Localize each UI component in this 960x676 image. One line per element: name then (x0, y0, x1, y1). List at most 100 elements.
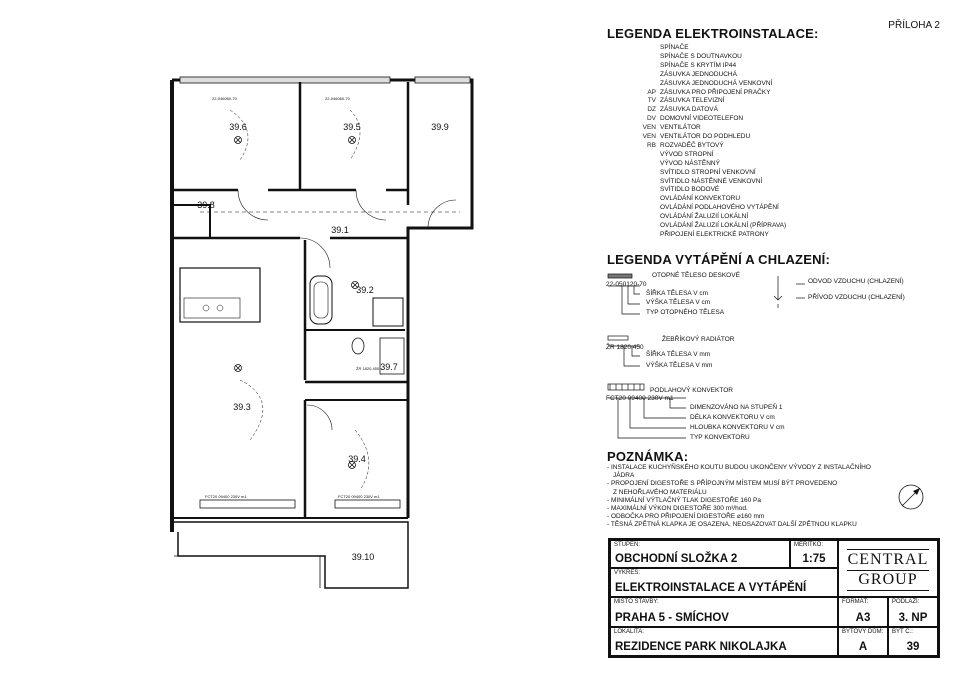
locality-label: LOKALITA: (614, 629, 644, 635)
title-block: STUPEŇ: OBCHODNÍ SLOŽKA 2 MĚŘÍTKO: 1:75 … (608, 538, 940, 658)
legend-item: SPÍNAČE (604, 44, 689, 52)
legend-item: OVLÁDÁNÍ ŽALUZIÍ LOKÁLNÍ (PŘÍPRAVA) (604, 222, 786, 230)
investor-value: OBCHODNÍ SLOŽKA 2 (615, 553, 738, 565)
scale-cell: MĚŘÍTKO: 1:75 (790, 540, 838, 568)
air-supply-label: PŘÍVOD VZDUCHU (CHLAZENÍ) (808, 294, 905, 301)
legend-label: OVLÁDÁNÍ ŽALUZIÍ LOKÁLNÍ (PŘÍPRAVA) (660, 222, 787, 229)
legend-label: SVÍTIDLO BODOVÉ (660, 186, 720, 194)
investor-label: STUPEŇ: (614, 542, 641, 548)
panel-radiator-line: ŠÍŘKA TĚLESA V cm (646, 290, 709, 297)
locality-cell: LOKALITA: REZIDENCE PARK NIKOLAJKA (610, 627, 838, 656)
room-label: 39.4 (348, 454, 366, 464)
format-value: A3 (855, 612, 871, 624)
legend-item: SPÍNAČE S KRYTÍM IP44 (604, 62, 736, 70)
legend-label: ZÁSUVKA JEDNODUCHÁ VENKOVNÍ (660, 79, 773, 87)
notes-list: - INSTALACE KUCHYŇSKÉHO KOUTU BUDOU UKON… (607, 464, 871, 530)
legend-item: SPÍNAČE S DOUTNAVKOU (604, 53, 742, 61)
legend-item: AP ZÁSUVKA PRO PŘIPOJENÍ PRAČKY (604, 88, 771, 97)
legend-item: OVLÁDÁNÍ PODLAHOVÉHO VYTÁPĚNÍ (604, 204, 779, 212)
legend-label: OVLÁDÁNÍ KONVEKTORU (660, 195, 741, 203)
radiator-code: FCT20 09400 230V m1 (205, 494, 247, 499)
floor-cell: PODLAŽÍ: 3. NP (888, 597, 938, 627)
place-cell: MÍSTO STAVBY: PRAHA 5 - SMÍCHOV (610, 597, 838, 627)
legend-item: OVLÁDÁNÍ KONVEKTORU (604, 195, 740, 203)
outer-wall (172, 78, 474, 518)
legend-item: VÝVOD STROPNÍ (604, 151, 713, 159)
drawing-cell: VÝKRES: ELEKTROINSTALACE A VYTÁPĚNÍ (610, 568, 838, 597)
building-cell: BYTOVÝ DŮM: A (838, 627, 888, 656)
building-value: A (858, 641, 868, 653)
floor-value: 3. NP (898, 612, 928, 624)
appendix-label: PŘÍLOHA 2 (888, 20, 940, 31)
radiator-code: 22-046060-70 (325, 96, 351, 101)
note-line: - PROPOJENÍ DIGESTOŘE S PŘÍPOJNÝM MÍSTEM… (607, 480, 838, 488)
washer-socket-icon: AP (647, 88, 656, 96)
building-label: BYTOVÝ DŮM: (842, 629, 884, 635)
legend-item: OVLÁDÁNÍ ŽALUZIÍ LOKÁLNÍ (604, 213, 748, 221)
legend-item: PŘIPOJENÍ ELEKTRICKÉ PATRONY (604, 231, 769, 239)
legend-label: ZÁSUVKA TELEVIZNÍ (660, 97, 725, 105)
panel-radiator-heading: OTOPNÉ TĚLESO DESKOVÉ (652, 272, 740, 279)
note-line: - MINIMÁLNÍ VÝTLAČNÝ TLAK DIGESTOŘE 160 … (607, 496, 762, 504)
convector-line: DÉLKA KONVEKTORU V cm (690, 414, 775, 421)
legend-label: OVLÁDÁNÍ ŽALUZIÍ LOKÁLNÍ (660, 213, 749, 221)
videophone-icon: DV (646, 115, 656, 123)
legend-label: SVÍTIDLO NÁSTĚNNÉ VENKOVNÍ (660, 177, 763, 185)
room-label: 39.3 (233, 402, 251, 412)
unit-value: 39 (906, 641, 920, 653)
room-label: 39.6 (229, 122, 247, 132)
room-label: 39.2 (356, 285, 374, 295)
convector-line: TYP KONVEKTORU (690, 434, 750, 441)
tv-socket-icon: TV (647, 97, 656, 105)
company-logo: CENTRAL GROUP (838, 540, 938, 597)
legend-item: SVÍTIDLO BODOVÉ (604, 186, 719, 194)
legend-label: ZÁSUVKA PRO PŘIPOJENÍ PRAČKY (660, 88, 771, 96)
note-line: - TĚSNÁ ZPĚTNÁ KLAPKA JE OSAZENA, NEOSAZ… (607, 521, 857, 529)
format-cell: FORMÁT: A3 (838, 597, 888, 627)
drawing-label: VÝKRES: (614, 570, 641, 576)
convector-heading: PODLAHOVÝ KONVEKTOR (650, 387, 733, 394)
drawing-value: ELEKTROINSTALACE A VYTÁPĚNÍ (615, 582, 807, 594)
north-arrow-icon (898, 484, 924, 510)
legend-label: SPÍNAČE (660, 44, 689, 51)
legend-label: SVÍTIDLO STROPNÍ VENKOVNÍ (660, 168, 756, 176)
ladder-radiator-code: ŽR 1820.450 (606, 344, 644, 351)
air-exhaust-label: ODVOD VZDUCHU (CHLAZENÍ) (808, 278, 904, 285)
room-label: 39.1 (331, 225, 349, 235)
ladder-radiator-line: ŠÍŘKA TĚLESA V mm (646, 351, 711, 358)
legend-label: VENTILÁTOR (660, 124, 701, 132)
format-label: FORMÁT: (842, 599, 869, 605)
legend-item: ZÁSUVKA JEDNODUCHÁ (604, 71, 737, 79)
heating-legend-lines (607, 273, 805, 439)
logo-line1: CENTRAL (847, 551, 929, 568)
legend-item: RB ROZVADĚČ BYTOVÝ (604, 142, 724, 150)
legend-label: PŘIPOJENÍ ELEKTRICKÉ PATRONY (660, 230, 769, 238)
data-socket-icon: DZ (647, 106, 656, 114)
logo-line2: GROUP (858, 571, 918, 588)
legend-label: ZÁSUVKA JEDNODUCHÁ (660, 70, 737, 78)
legend-label: VÝVOD STROPNÍ (660, 150, 714, 158)
heating-legend-title: LEGENDA VYTÁPĚNÍ A CHLAZENÍ: (607, 252, 830, 267)
legend-item: SVÍTIDLO NÁSTĚNNÉ VENKOVNÍ (604, 178, 762, 186)
convector-line: DIMENZOVÁNO NA STUPEŇ 1 (690, 404, 783, 411)
room-label: 39.8 (197, 200, 215, 210)
room-label: 39.10 (352, 552, 375, 562)
room-label: 39.5 (343, 122, 361, 132)
place-value: PRAHA 5 - SMÍCHOV (615, 612, 729, 624)
legend-label: ROZVADĚČ BYTOVÝ (660, 141, 724, 149)
unit-cell: BYT Č.: 39 (888, 627, 938, 656)
distribution-board-icon: RB (646, 141, 656, 149)
legend-label: SPÍNAČE S DOUTNAVKOU (660, 52, 742, 60)
radiator-code: ŽR 1820.450 (356, 366, 380, 371)
room-label: 39.7 (380, 362, 398, 372)
place-label: MÍSTO STAVBY: (614, 599, 659, 605)
legend-item: VÝVOD NÁSTĚNNÝ (604, 160, 720, 168)
note-line: - ODBOČKA PRO PŘIPOJENÍ DIGESTOŘE ⌀160 m… (607, 513, 765, 521)
legend-item: SVÍTIDLO STROPNÍ VENKOVNÍ (604, 169, 756, 177)
radiator-code: 22-046060-70 (212, 96, 238, 101)
ladder-radiator-line: VÝŠKA TĚLESA V mm (646, 362, 713, 369)
